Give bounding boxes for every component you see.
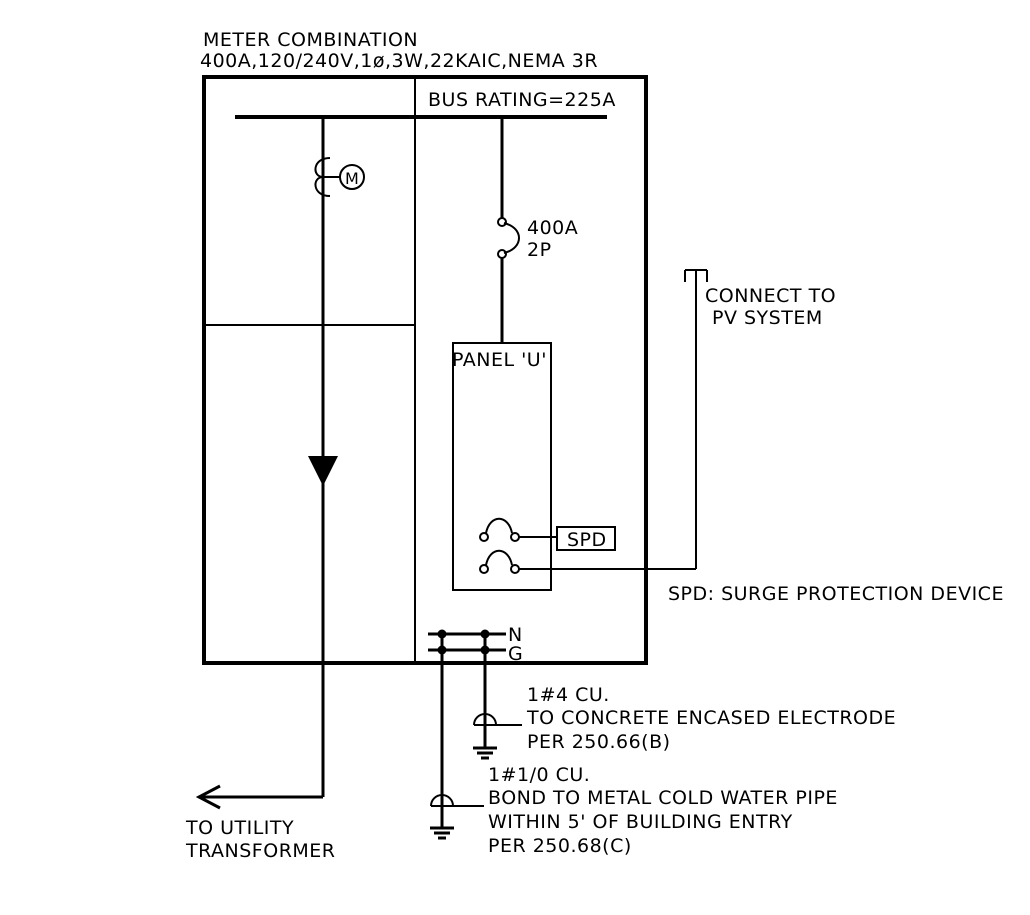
water-pipe-note-line2: BOND TO METAL COLD WATER PIPE <box>488 787 838 809</box>
meter-icon <box>339 164 365 190</box>
neutral-label: N <box>508 624 523 646</box>
spd-note: SPD: SURGE PROTECTION DEVICE <box>668 583 1004 605</box>
pv-breaker-icon <box>485 549 513 566</box>
pv-connection-line2: PV SYSTEM <box>712 307 823 329</box>
pv-breaker-terminal-right <box>510 564 520 574</box>
water-pipe-clamp-icon <box>430 794 454 807</box>
meter-symbol-label: M <box>345 169 359 188</box>
utility-label-line2: TRANSFORMER <box>185 840 336 862</box>
breaker-amps-label: 400A <box>527 217 578 239</box>
breaker-terminal-bottom <box>497 249 507 259</box>
panel-u-label: PANEL 'U' <box>452 349 547 371</box>
spd-breaker-terminal-right <box>510 532 520 542</box>
breaker-terminal-top <box>497 217 507 227</box>
meter-combination-title: METER COMBINATION <box>203 29 418 51</box>
breaker-400a-icon <box>503 222 520 254</box>
meter-combination-rating: 400A,120/240V,1ø,3W,22KAIC,NEMA 3R <box>200 50 598 72</box>
electrode-clamp-icon <box>473 713 497 726</box>
flow-arrow-icon <box>308 456 338 486</box>
water-pipe-note-line4: PER 250.68(C) <box>488 835 632 857</box>
utility-label-line1: TO UTILITY <box>185 817 294 839</box>
ground-label: G <box>508 643 523 665</box>
spd-box <box>556 526 616 551</box>
current-transformer-icon <box>314 157 331 197</box>
breaker-poles-label: 2P <box>527 239 552 261</box>
spd-box-label: SPD <box>567 529 607 551</box>
electrode-note-line3: PER 250.66(B) <box>527 731 671 753</box>
electrode-note-line1: 1#4 CU. <box>527 684 610 706</box>
panel-u-box <box>452 342 552 591</box>
water-pipe-note-line1: 1#1/0 CU. <box>488 764 590 786</box>
pv-breaker-terminal-left <box>479 564 489 574</box>
water-pipe-note-line3: WITHIN 5' OF BUILDING ENTRY <box>488 811 793 833</box>
electrode-note-line2: TO CONCRETE ENCASED ELECTRODE <box>526 707 896 729</box>
pv-connection-line1: CONNECT TO <box>705 285 836 307</box>
spd-breaker-terminal-left <box>479 532 489 542</box>
bus-rating-label: BUS RATING=225A <box>428 89 616 111</box>
meter-combination-enclosure <box>202 75 648 665</box>
spd-breaker-icon <box>485 517 513 534</box>
utility-arrow-icon <box>195 784 221 810</box>
